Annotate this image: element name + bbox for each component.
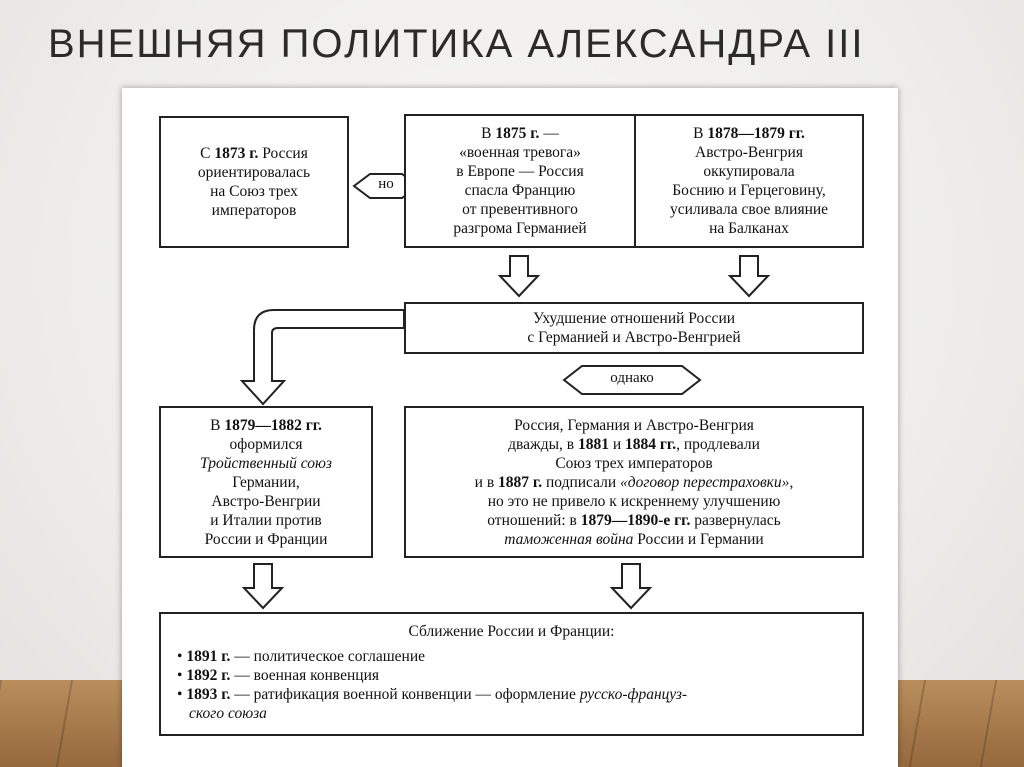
box7-item-1: • 1891 г. — политическое соглашение <box>177 648 426 665</box>
box5-line4: Германии, <box>232 473 300 491</box>
arrow-down-2 <box>727 255 771 298</box>
box-war-scare-1875: В 1875 г. — «военная тревога» в Европе —… <box>404 114 636 248</box>
box3-line4: Боснию и Герцеговину, <box>672 182 826 199</box>
box4-line2: с Германией и Австро-Венгрией <box>527 329 741 346</box>
box6-line3: Союз трех императоров <box>555 454 713 472</box>
box-three-emperors-renewal: Россия, Германия и Австро-Венгрия дважды… <box>404 406 864 558</box>
box4-line1: Ухудшение отношений России <box>532 310 736 327</box>
box6-line5: но это не привело к искреннему улучшению <box>487 492 781 510</box>
box1-line3: на Союз трех <box>210 183 298 200</box>
box2-line3: в Европе — Россия <box>456 163 584 180</box>
arrow-down-3 <box>241 563 285 610</box>
box5-line1: В 1879—1882 гг. <box>210 416 322 434</box>
box3-line3: оккупировала <box>703 163 795 180</box>
box3-line5: усиливала свое влияние <box>669 201 829 218</box>
connector-odnako-label: однако <box>610 370 654 386</box>
box1-line2: ориентировалась <box>197 164 311 181</box>
connector-no-label: но <box>378 176 394 192</box>
box2-line5: от превентивного <box>462 201 578 218</box>
box7-heading: Сближение России и Франции: <box>408 623 615 640</box>
box1-line4: императоров <box>211 202 297 219</box>
box2-line1: В 1875 г. — <box>481 125 559 142</box>
slide-title: ВНЕШНЯЯ ПОЛИТИКА АЛЕКСАНДРА III <box>48 22 865 66</box>
box2-line2: «военная тревога» <box>459 144 581 161</box>
box3-line1: В 1878—1879 гг. <box>693 125 805 142</box>
arrow-down-1 <box>497 255 541 298</box>
box6-line7: таможенная война России и Германии <box>504 530 764 548</box>
box7-item-3: • 1893 г. — ратификация военной конвенци… <box>177 686 688 703</box>
box6-line1: Россия, Германия и Австро-Венгрия <box>514 416 754 434</box>
box5-line5: Австро-Венгрии <box>211 492 321 510</box>
box5-line2: оформился <box>229 435 303 453</box>
box5-line3: Тройственный союз <box>200 454 332 472</box>
arrow-bent <box>239 309 405 406</box>
box-alliance-1873: С 1873 г. Россия ориентировалась на Союз… <box>159 116 349 248</box>
box6-line6: отношений: в 1879—1890-е гг. развернулас… <box>487 511 781 529</box>
box5-line6: и Италии против <box>210 511 322 529</box>
box7-item-2: • 1892 г. — военная конвенция <box>177 667 380 684</box>
box6-line4: и в 1887 г. подписали «договор перестрах… <box>474 473 794 491</box>
diagram-sheet: но однако С 1873 г. Россия ориентировала… <box>122 88 898 767</box>
box-austria-hungary-1878: В 1878—1879 гг. Австро-Венгрия оккупиров… <box>634 114 864 248</box>
box2-line6: разгрома Германией <box>453 220 587 237</box>
arrow-down-4 <box>609 563 653 610</box>
box1-line1: С 1873 г. Россия <box>200 145 308 162</box>
hexagon-odnako <box>562 365 702 395</box>
box3-line2: Австро-Венгрия <box>695 144 803 161</box>
box-franco-russian-rapprochement: Сближение России и Франции: • 1891 г. — … <box>159 612 864 736</box>
box6-line2: дважды, в 1881 и 1884 гг., продлевали <box>508 435 760 453</box>
box-triple-alliance: В 1879—1882 гг. оформился Тройственный с… <box>159 406 373 558</box>
box-deterioration: Ухудшение отношений России с Германией и… <box>404 302 864 354</box>
box2-line4: спасла Францию <box>464 182 576 199</box>
box5-line7: России и Франции <box>204 530 328 548</box>
box3-line6: на Балканах <box>709 220 789 237</box>
box7-item-3-continuation: ского союза <box>189 705 267 722</box>
